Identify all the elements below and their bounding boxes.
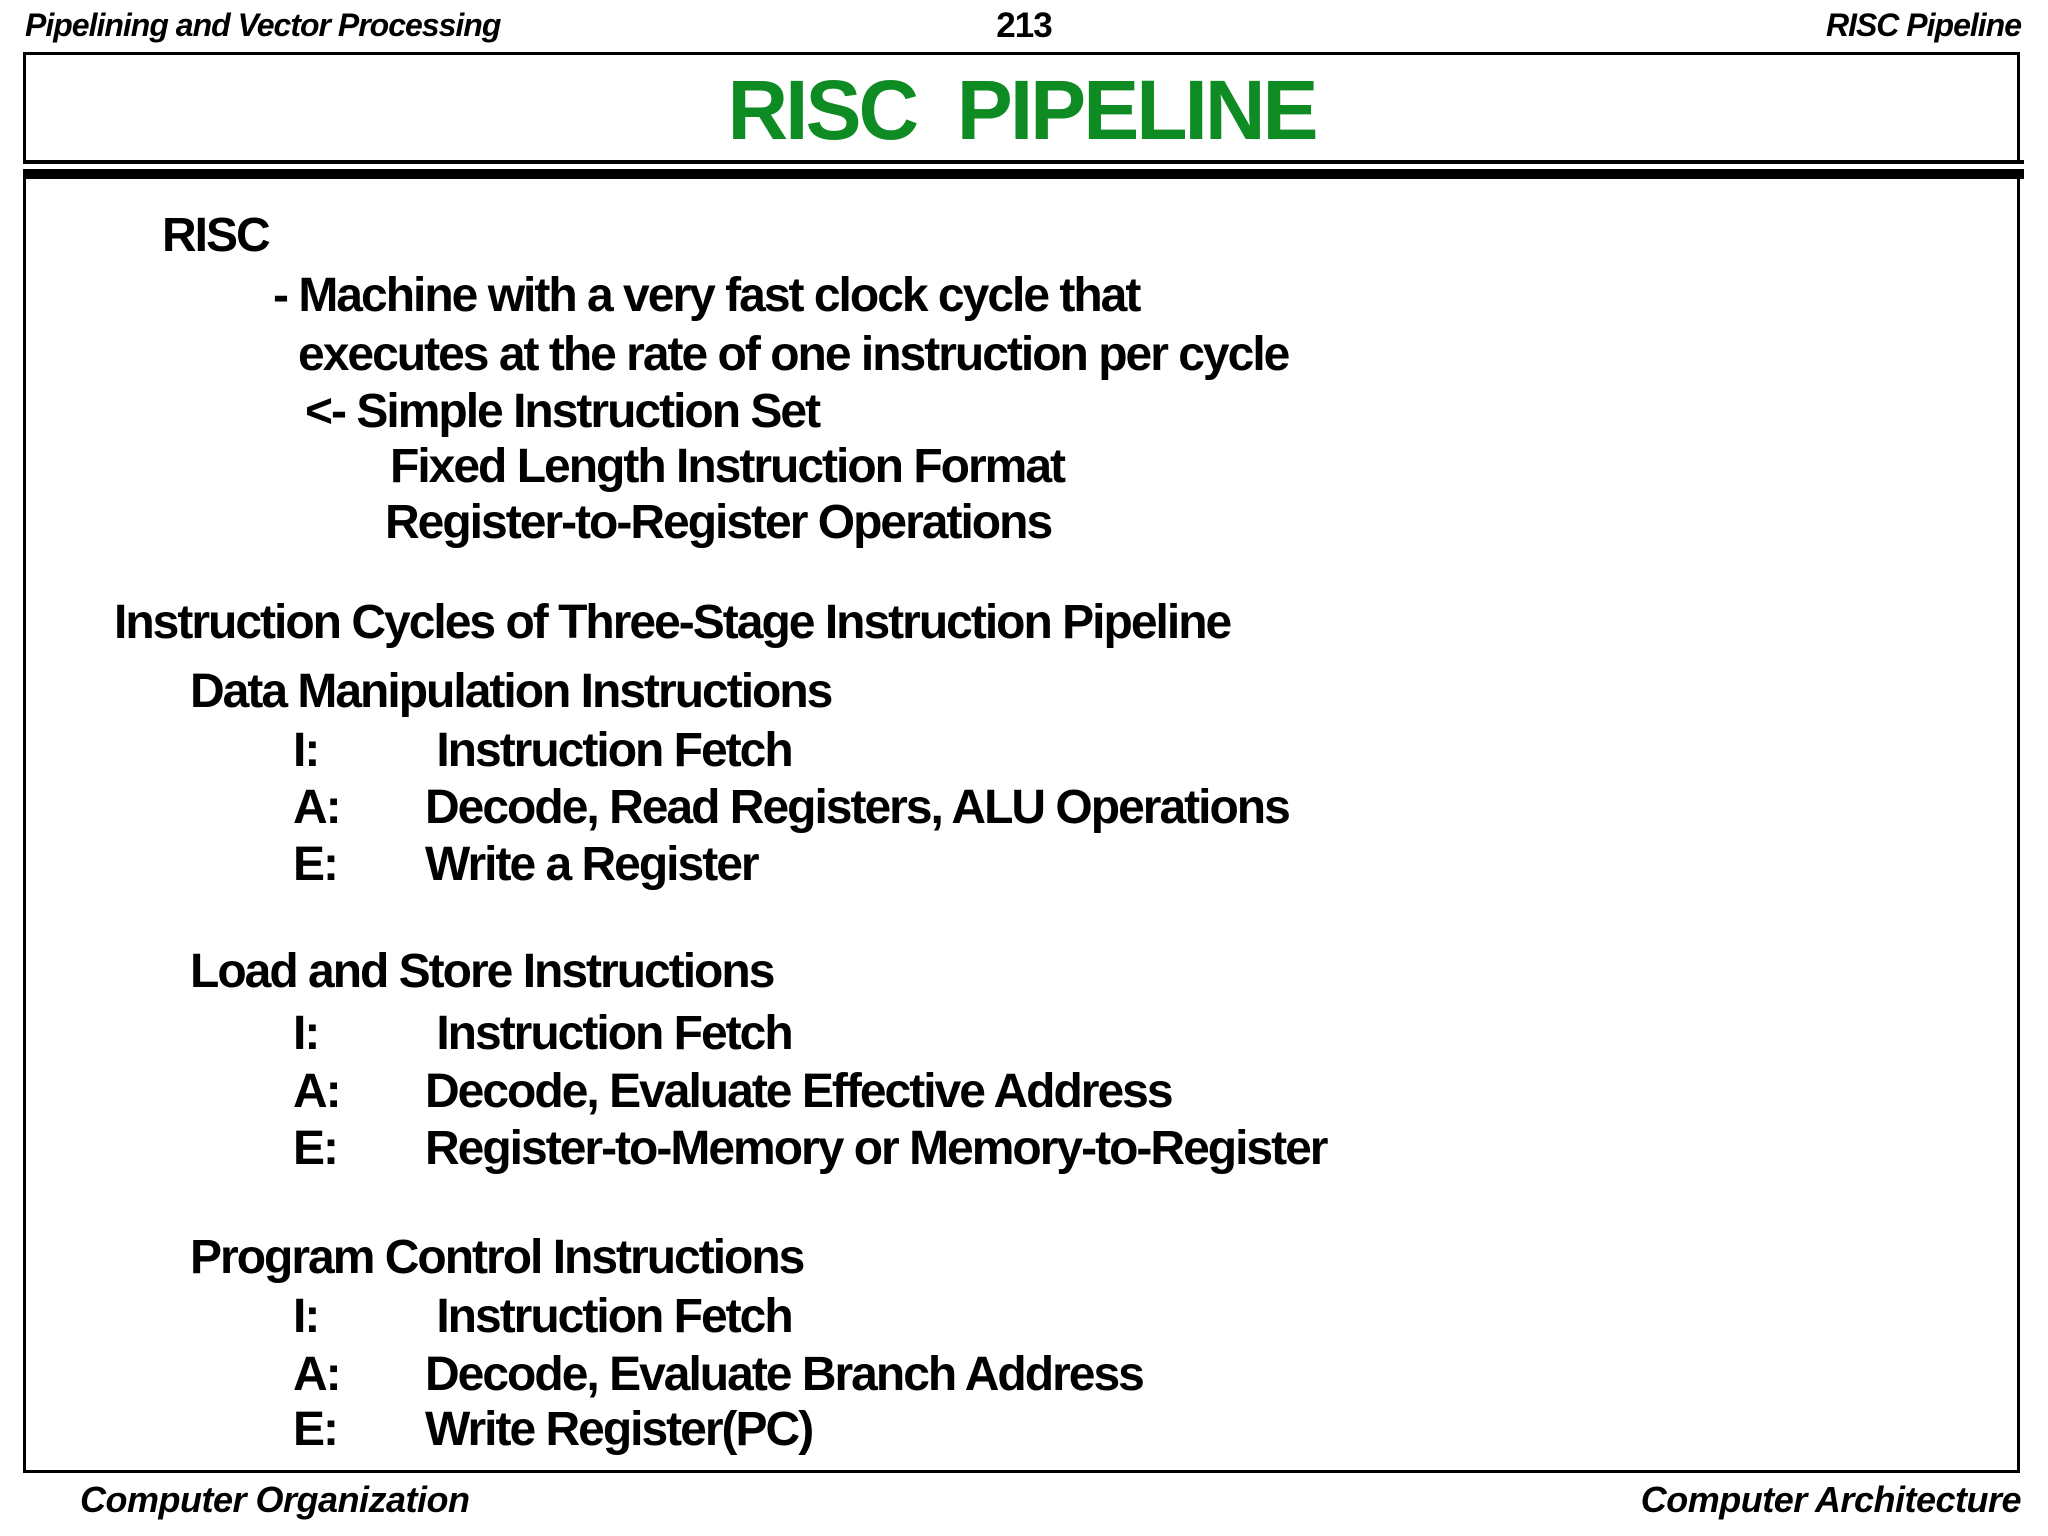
stage-text: Instruction Fetch	[425, 724, 793, 777]
risc-line-executes: executes at the rate of one instruction …	[298, 328, 1290, 381]
stage-row: I: Instruction Fetch	[293, 1290, 794, 1343]
stage-label: A:	[293, 1348, 342, 1401]
slide-title: RISC PIPELINE	[727, 63, 1318, 157]
risc-line-register-to-register: Register-to-Register Operations	[385, 496, 1053, 549]
stage-row: E: Write a Register	[293, 838, 760, 891]
footer-left-title: Computer Organization	[80, 1479, 470, 1520]
header-chapter-title: RISC Pipeline	[1825, 7, 2022, 43]
header-course-title: Pipelining and Vector Processing	[25, 7, 501, 43]
stage-label: E:	[293, 1122, 339, 1175]
stage-row: A: Decode, Read Registers, ALU Operation…	[293, 781, 1291, 834]
stage-label: E:	[293, 1403, 339, 1456]
stage-text: Register-to-Memory or Memory-to-Register	[425, 1122, 1328, 1175]
risc-line-simple-instruction-set: <- Simple Instruction Set	[305, 385, 821, 438]
stage-text: Decode, Evaluate Effective Address	[425, 1065, 1174, 1118]
risc-line-machine: - Machine with a very fast clock cycle t…	[273, 269, 1141, 322]
slide-border-box	[23, 52, 2020, 1473]
footer-right-title: Computer Architecture	[1640, 1479, 2022, 1520]
stage-text: Write Register(PC)	[425, 1403, 814, 1456]
header-page-number: 213	[996, 6, 1052, 45]
risc-heading: RISC	[162, 209, 271, 262]
stage-row: I: Instruction Fetch	[293, 724, 794, 777]
pipeline-heading: Instruction Cycles of Three-Stage Instru…	[114, 596, 1232, 649]
stage-label: I:	[293, 1290, 320, 1343]
section-title-program-control: Program Control Instructions	[190, 1231, 805, 1284]
stage-row: E: Write Register(PC)	[293, 1403, 814, 1456]
stage-text: Instruction Fetch	[425, 1290, 793, 1343]
stage-row: I: Instruction Fetch	[293, 1007, 794, 1060]
title-divider-rule	[23, 160, 2024, 179]
stage-label: A:	[293, 781, 342, 834]
section-title-data-manipulation: Data Manipulation Instructions	[190, 665, 833, 718]
stage-row: A: Decode, Evaluate Effective Address	[293, 1065, 1174, 1118]
stage-text: Instruction Fetch	[425, 1007, 793, 1060]
stage-text: Write a Register	[425, 838, 760, 891]
stage-text: Decode, Evaluate Branch Address	[425, 1348, 1145, 1401]
stage-label: A:	[293, 1065, 342, 1118]
stage-label: I:	[293, 1007, 320, 1060]
stage-label: I:	[293, 724, 320, 777]
risc-line-fixed-length: Fixed Length Instruction Format	[390, 440, 1066, 493]
stage-row: E: Register-to-Memory or Memory-to-Regis…	[293, 1122, 1328, 1175]
stage-text: Decode, Read Registers, ALU Operations	[425, 781, 1291, 834]
section-title-load-store: Load and Store Instructions	[190, 945, 775, 998]
stage-row: A: Decode, Evaluate Branch Address	[293, 1348, 1145, 1401]
stage-label: E:	[293, 838, 339, 891]
